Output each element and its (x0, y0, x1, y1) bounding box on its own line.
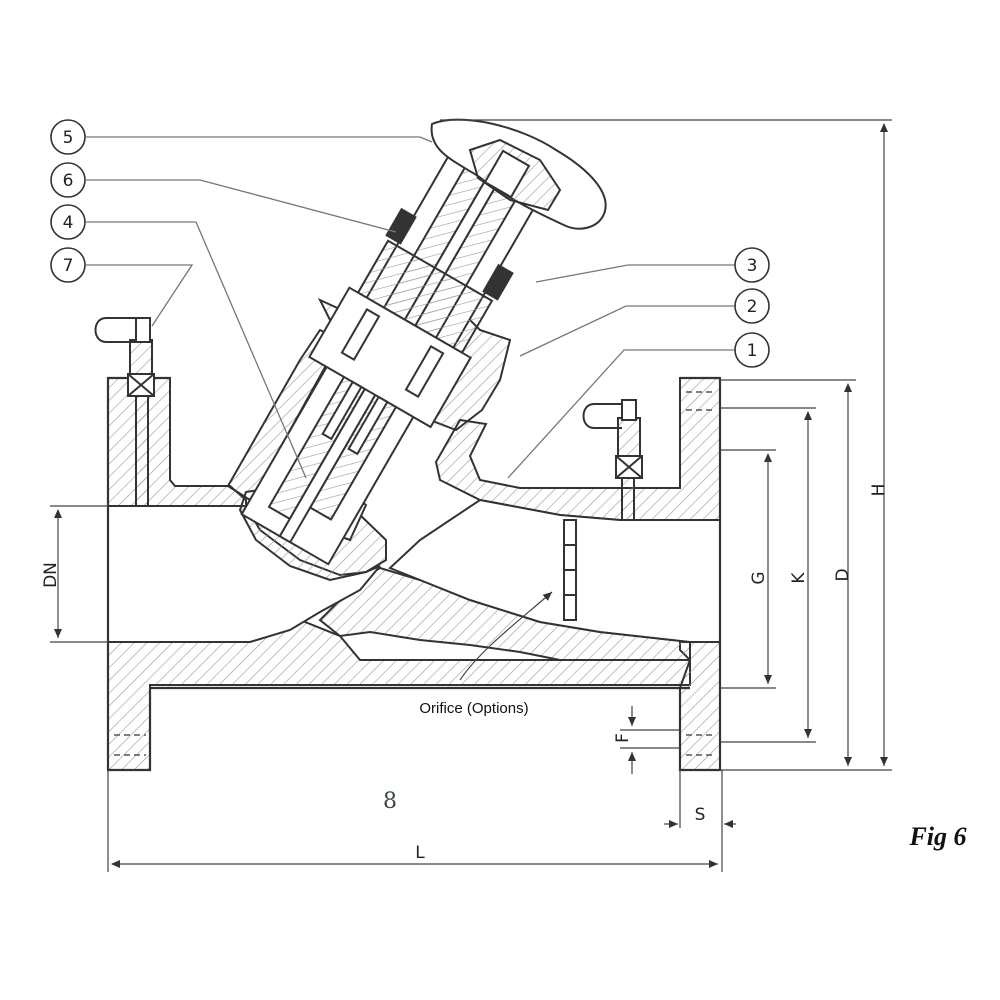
callout-circles (50, 119, 770, 368)
silhouette (106, 376, 722, 772)
callout-4-circle (50, 204, 86, 240)
bolt-holes (114, 391, 716, 756)
orifice-note: Orifice (Options) (419, 700, 528, 717)
callout-5-circle (50, 119, 86, 155)
handwheel (430, 118, 607, 230)
callout-5-label: 5 (63, 128, 74, 148)
callout-6-label: 6 (63, 171, 74, 191)
dimension-lines (50, 119, 892, 872)
dim-S-label: S (695, 805, 706, 825)
callout-1-circle (734, 332, 770, 368)
callout-7-label: 7 (63, 256, 74, 276)
stem-assembly (240, 149, 540, 566)
callout-7-circle (50, 247, 86, 283)
callout-1-label: 1 (747, 341, 758, 361)
body-outlines (107, 498, 721, 643)
test-point-left (94, 317, 155, 507)
callout-2-label: 2 (747, 297, 758, 317)
outlet-bore (388, 498, 721, 643)
callout-2-circle (734, 288, 770, 324)
orifice-plate (563, 519, 577, 621)
dim-F-label: F (613, 733, 633, 743)
callout-4-label: 4 (63, 213, 74, 233)
callout-6-circle (50, 162, 86, 198)
dim-D-label: D (833, 568, 853, 581)
dim-K-label: K (789, 572, 809, 584)
dim-L-label: L (415, 843, 425, 863)
callout-3-circle (734, 247, 770, 283)
dim-G-label: G (749, 571, 769, 584)
callout-leaders (86, 136, 736, 479)
dim-DN-label: DN (41, 562, 61, 588)
test-point-right (582, 399, 643, 521)
dim-H-label: H (869, 484, 889, 497)
callout-3-label: 3 (747, 256, 758, 276)
left-flange-upper (107, 377, 247, 507)
figure-label: Fig 6 (908, 822, 966, 851)
page-number: 8 (383, 789, 397, 814)
